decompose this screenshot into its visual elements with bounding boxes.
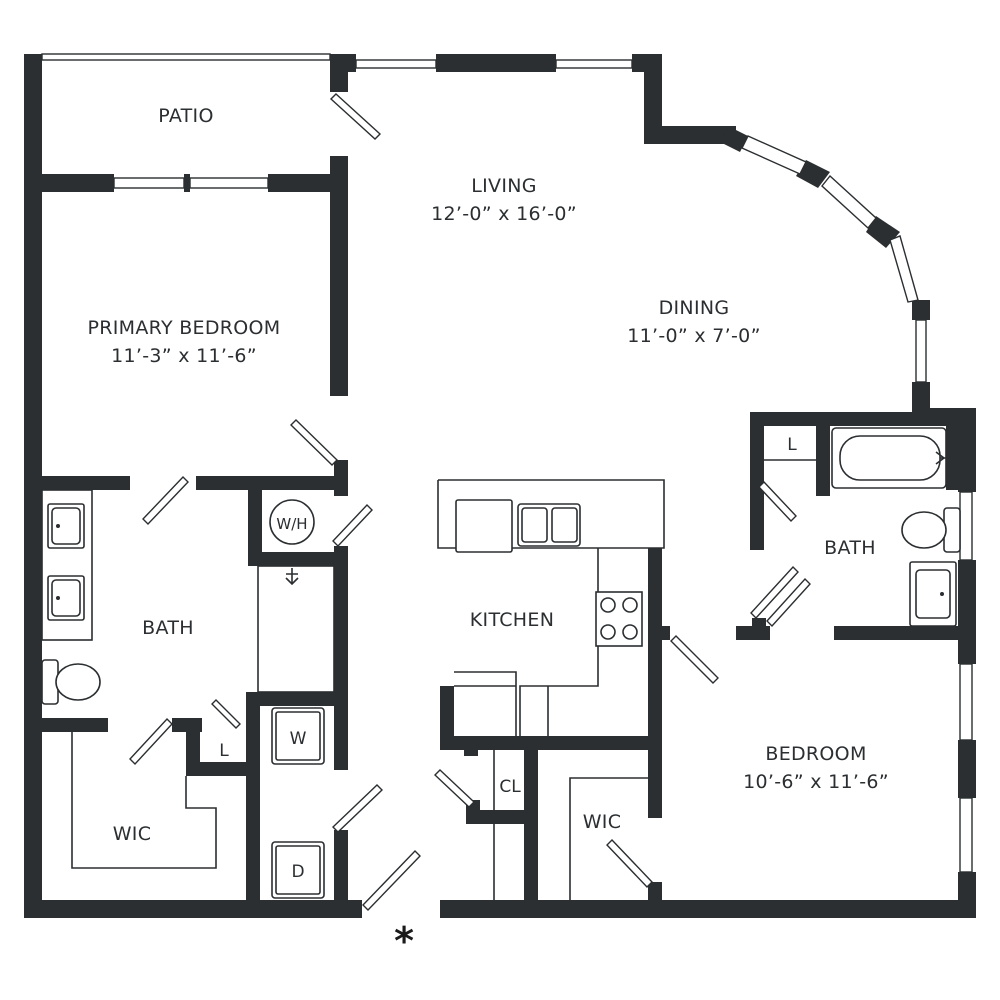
linen-right-label: L — [787, 435, 797, 455]
dining-label: DINING — [659, 297, 730, 319]
doors — [129, 93, 811, 911]
fixtures — [41, 427, 961, 900]
kitchen-label: KITCHEN — [470, 609, 554, 631]
linen-left-label: L — [219, 741, 229, 761]
wic-right-label: WIC — [583, 811, 622, 833]
living-size: 12’-0” x 16’-0” — [431, 203, 577, 225]
dryer-label: D — [291, 862, 304, 882]
primary-bedroom-size: 11’-3” x 11’-6” — [111, 345, 257, 367]
walls — [24, 54, 976, 918]
dining-size: 11’-0” x 7’-0” — [627, 325, 760, 347]
primary-bedroom-label: PRIMARY BEDROOM — [88, 317, 281, 339]
water-heater-label: W/H — [276, 515, 307, 533]
washer-label: W — [290, 729, 307, 749]
entry-marker: * — [394, 919, 414, 963]
closet-label: CL — [499, 777, 521, 797]
windows — [41, 53, 973, 873]
wic-left-label: WIC — [113, 823, 152, 845]
bath-right-label: BATH — [824, 537, 876, 559]
patio-label: PATIO — [158, 105, 213, 127]
living-label: LIVING — [471, 175, 537, 197]
bedroom-size: 10’-6” x 11’-6” — [743, 771, 889, 793]
bath-left-label: BATH — [142, 617, 194, 639]
bedroom-label: BEDROOM — [765, 743, 866, 765]
